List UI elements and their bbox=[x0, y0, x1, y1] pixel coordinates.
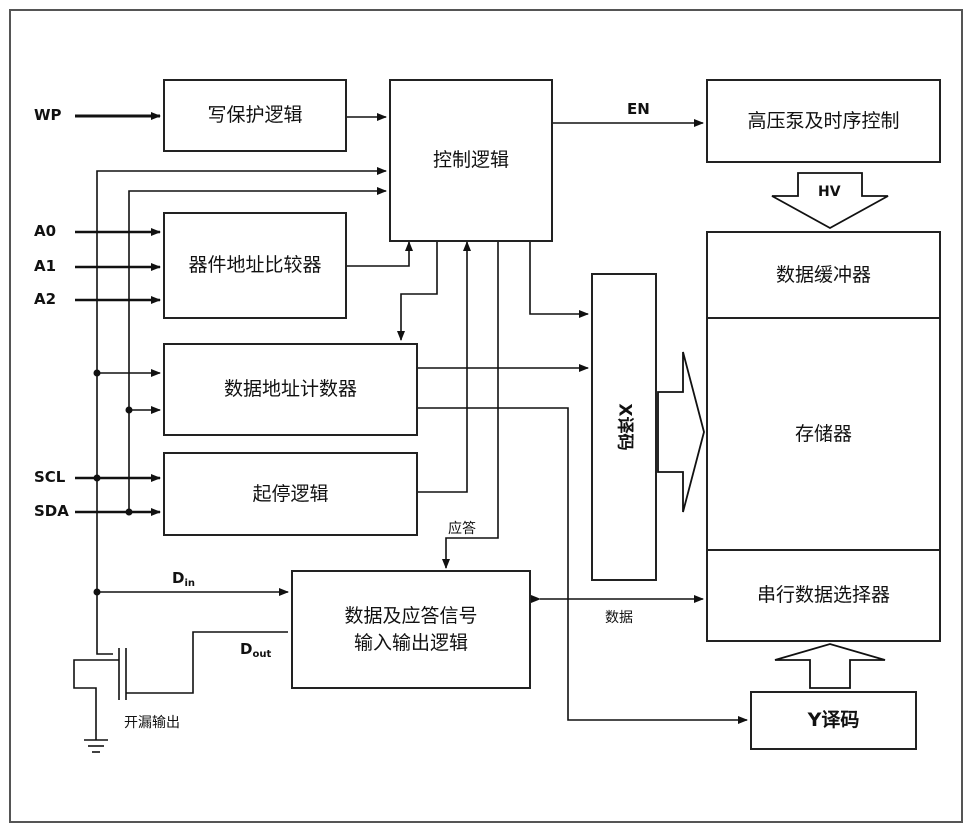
open-drain-label: 开漏输出 bbox=[124, 715, 180, 731]
hv-arrow bbox=[771, 172, 889, 230]
start-stop-logic-block: 起停逻辑 bbox=[163, 452, 418, 536]
data-label: 数据 bbox=[605, 610, 633, 626]
pin-sda: SDA bbox=[34, 502, 69, 520]
data-buffer-label: 数据缓冲器 bbox=[775, 263, 871, 286]
start-stop-logic-label: 起停逻辑 bbox=[252, 482, 329, 505]
outer-frame bbox=[9, 9, 963, 823]
data-buffer-block: 数据缓冲器 bbox=[706, 231, 941, 319]
pin-a0: A0 bbox=[34, 222, 57, 240]
dout-sub: out bbox=[252, 649, 272, 660]
x-decoder-block: X译码 bbox=[591, 273, 657, 581]
serial-data-selector-label: 串行数据选择器 bbox=[756, 584, 890, 607]
ack-label: 应答 bbox=[448, 521, 476, 537]
y-decoder-block: Y译码 bbox=[750, 691, 917, 750]
device-address-comparator-label: 器件地址比较器 bbox=[188, 254, 322, 277]
pin-a1: A1 bbox=[34, 257, 57, 275]
hv-pump-label: 高压泵及时序控制 bbox=[747, 109, 900, 132]
data-address-counter-block: 数据地址计数器 bbox=[163, 343, 418, 436]
dout-label: Dout bbox=[240, 640, 272, 660]
memory-array-block: 存储器 bbox=[706, 317, 941, 551]
y-decoder-label: Y译码 bbox=[807, 709, 860, 732]
x-decoder-label: X译码 bbox=[614, 403, 635, 451]
din-sub: in bbox=[184, 578, 195, 589]
en-label: EN bbox=[627, 100, 650, 118]
y-to-selector-arrow bbox=[774, 643, 886, 689]
dout-main: D bbox=[240, 640, 253, 658]
control-logic-label: 控制逻辑 bbox=[432, 149, 509, 172]
memory-array-label: 存储器 bbox=[794, 422, 852, 445]
hv-label: HV bbox=[818, 184, 841, 200]
control-logic-block: 控制逻辑 bbox=[389, 79, 553, 242]
io-logic-label: 数据及应答信号 输入输出逻辑 bbox=[344, 604, 478, 654]
write-protect-block: 写保护逻辑 bbox=[163, 79, 347, 152]
pin-scl: SCL bbox=[34, 468, 66, 486]
serial-data-selector-block: 串行数据选择器 bbox=[706, 549, 941, 642]
x-to-memory-arrow bbox=[657, 351, 705, 513]
hv-pump-block: 高压泵及时序控制 bbox=[706, 79, 941, 163]
din-label: Din bbox=[172, 569, 195, 589]
device-address-comparator-block: 器件地址比较器 bbox=[163, 212, 347, 319]
io-logic-block: 数据及应答信号 输入输出逻辑 bbox=[291, 570, 531, 689]
din-main: D bbox=[172, 569, 185, 587]
data-address-counter-label: 数据地址计数器 bbox=[223, 378, 357, 401]
pin-wp: WP bbox=[34, 106, 62, 124]
pin-a2: A2 bbox=[34, 290, 57, 308]
write-protect-label: 写保护逻辑 bbox=[207, 104, 303, 127]
